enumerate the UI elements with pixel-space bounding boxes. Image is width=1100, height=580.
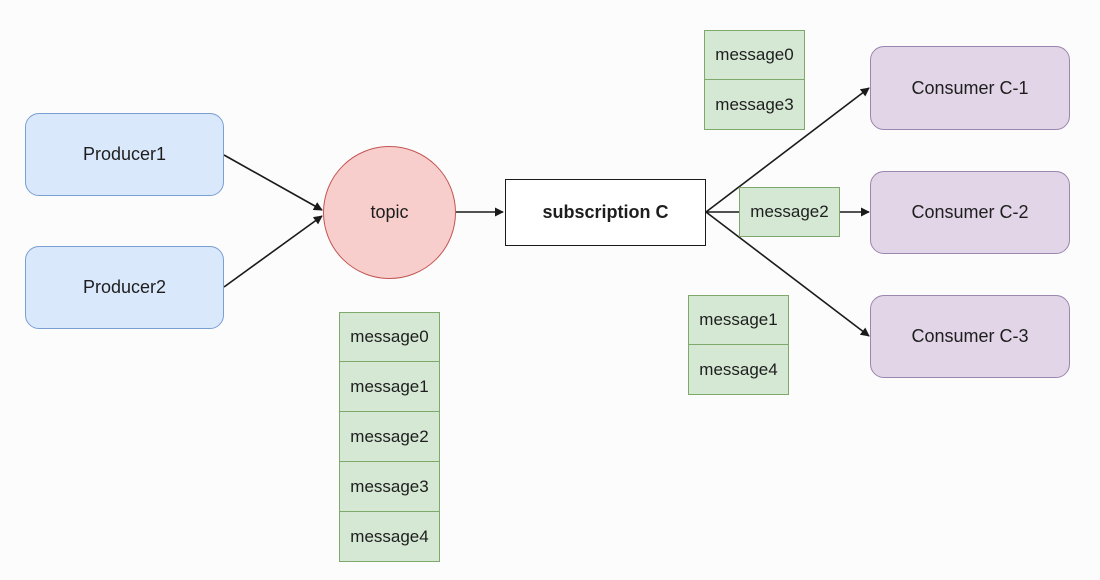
producer-2-label: Producer2 bbox=[82, 277, 167, 297]
consumer-1-queue-message: message0 bbox=[704, 30, 805, 80]
consumer-1-node: Consumer C-1 bbox=[870, 46, 1070, 130]
consumer-2-label: Consumer C-2 bbox=[911, 202, 1029, 222]
consumer-2-queue-message: message2 bbox=[739, 187, 840, 237]
subscription-label: subscription C bbox=[542, 202, 669, 222]
consumer-1-label: Consumer C-1 bbox=[911, 77, 1029, 98]
topic-queue-message: message1 bbox=[339, 362, 440, 412]
consumer-1-queue-message: message3 bbox=[704, 80, 805, 130]
topic-queue-message: message2 bbox=[339, 412, 440, 462]
arrow-subscription-to-consumer3 bbox=[705, 211, 870, 337]
subscription-node: subscription C bbox=[505, 179, 706, 246]
producer-1-label: Producer1 bbox=[82, 144, 167, 164]
topic-queue-message: message3 bbox=[339, 462, 440, 512]
arrow-subscription-to-consumer1 bbox=[705, 87, 870, 213]
topic-label: topic bbox=[370, 202, 409, 222]
arrow-producer1-to-topic bbox=[223, 154, 323, 211]
producer-1-node: Producer1 bbox=[25, 113, 224, 196]
topic-message-queue: message0 message1 message2 message3 mess… bbox=[339, 312, 440, 562]
consumer-3-message-queue: message1 message4 bbox=[688, 295, 789, 395]
consumer-3-label: Consumer C-3 bbox=[911, 326, 1029, 346]
consumer-2-node: Consumer C-2 bbox=[870, 171, 1070, 254]
topic-queue-message: message4 bbox=[339, 512, 440, 562]
topic-queue-message: message0 bbox=[339, 312, 440, 362]
topic-node: topic bbox=[323, 146, 456, 279]
arrow-producer2-to-topic bbox=[223, 215, 323, 288]
consumer-3-node: Consumer C-3 bbox=[870, 295, 1070, 378]
consumer-2-message-queue: message2 bbox=[739, 187, 840, 237]
consumer-3-queue-message: message4 bbox=[688, 345, 789, 395]
producer-2-node: Producer2 bbox=[25, 246, 224, 329]
consumer-1-message-queue: message0 message3 bbox=[704, 30, 805, 130]
consumer-3-queue-message: message1 bbox=[688, 295, 789, 345]
